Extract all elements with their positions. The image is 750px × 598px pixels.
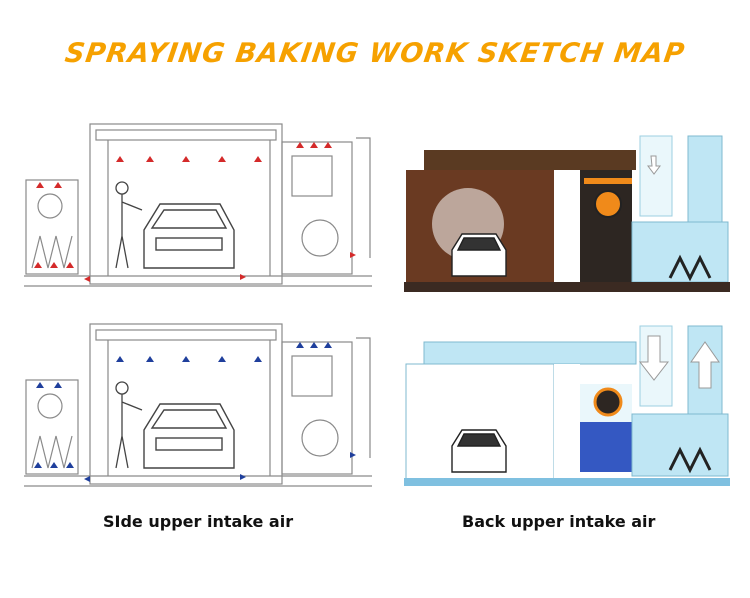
car-icon bbox=[451, 429, 507, 473]
side-intake-baking-diagram bbox=[24, 123, 372, 287]
car-icon bbox=[143, 203, 235, 269]
caption-back-intake: Back upper intake air bbox=[462, 512, 656, 531]
booth-roof bbox=[423, 341, 637, 365]
side-intake-unit bbox=[25, 179, 79, 275]
painter-worker-icon bbox=[115, 181, 143, 269]
baking-airflow-arrows bbox=[34, 142, 356, 282]
page-title: SPRAYING BAKING WORK SKETCH MAP bbox=[63, 38, 687, 69]
car-icon bbox=[143, 403, 235, 469]
burner-icon bbox=[593, 387, 623, 417]
painter-worker-icon bbox=[115, 381, 143, 469]
spraying-airflow-arrows bbox=[34, 342, 356, 482]
heater-fan-cabinet bbox=[281, 141, 353, 275]
car-icon bbox=[451, 233, 507, 277]
floor bbox=[404, 282, 730, 292]
booth-roof bbox=[424, 150, 636, 170]
back-intake-spraying-diagram bbox=[404, 325, 730, 486]
floor bbox=[404, 478, 730, 486]
heater-box bbox=[580, 422, 632, 472]
caption-side-intake: SIde upper intake air bbox=[103, 512, 294, 531]
back-intake-baking-diagram bbox=[404, 135, 730, 292]
burner-icon bbox=[594, 190, 622, 218]
side-intake-spraying-diagram bbox=[24, 323, 372, 487]
side-intake-unit bbox=[25, 379, 79, 475]
intake-tower bbox=[639, 135, 673, 217]
heater-box bbox=[580, 170, 632, 282]
heater-fan-cabinet bbox=[281, 341, 353, 475]
